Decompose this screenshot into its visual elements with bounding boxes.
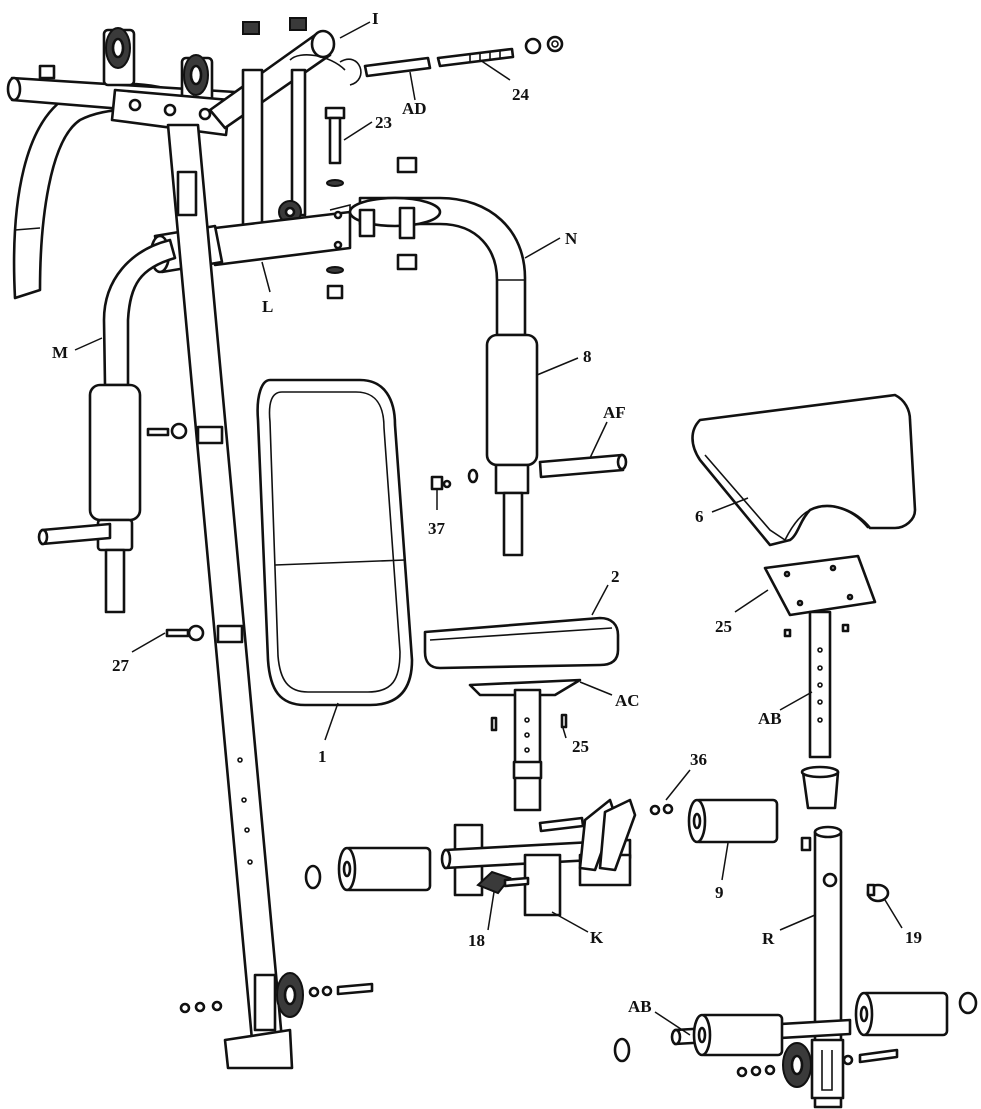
label-8: 8 (583, 347, 592, 366)
label-M: M (52, 343, 68, 362)
part-R-upright (800, 825, 845, 1109)
foam-roller-AB-left (613, 1013, 784, 1063)
label-AD: AD (402, 99, 427, 118)
post-sleeve-insert (800, 765, 840, 810)
part-I-angled-bar (208, 29, 346, 130)
label-9: 9 (715, 883, 724, 902)
label-AC: AC (615, 691, 640, 710)
label-2: 2 (611, 567, 620, 586)
label-18: 18 (468, 931, 485, 950)
left-arm-handle (37, 518, 134, 614)
bottom-pulley-right (736, 1042, 899, 1088)
part-N-right-arm (348, 196, 527, 337)
label-36: 36 (690, 750, 707, 769)
screws-25-pad (783, 623, 850, 638)
part-2-seat (423, 616, 620, 670)
part-1-backrest (256, 378, 414, 707)
label-I: I (372, 9, 379, 28)
label-R: R (762, 929, 775, 948)
part-6-preacher-pad (691, 393, 917, 547)
label-37: 37 (428, 519, 446, 538)
seat-post-AC (468, 678, 582, 812)
knob-19 (866, 883, 890, 903)
main-upright-column (166, 123, 294, 1070)
upright-holes (237, 757, 253, 865)
foam-roller-9 (687, 798, 779, 844)
post-AB (808, 610, 832, 759)
nuts-24 (524, 35, 564, 55)
label-25-pad: 25 (715, 617, 732, 636)
label-6: 6 (695, 507, 704, 526)
part-M-left-arm (102, 238, 177, 387)
upright-brackets (196, 425, 244, 644)
bolt-27-upper (146, 422, 188, 440)
bottom-pulley-left (179, 972, 374, 1032)
label-AF: AF (603, 403, 626, 422)
knob-18 (476, 870, 530, 895)
right-arm-sleeve-8 (485, 333, 539, 467)
bushings (396, 156, 418, 271)
washers-23 (326, 179, 344, 300)
label-24: 24 (512, 85, 530, 104)
label-L: L (262, 297, 273, 316)
label-N: N (565, 229, 578, 248)
small-cap-pieces (242, 17, 307, 35)
label-27: 27 (112, 656, 130, 675)
hook-pin (339, 58, 362, 86)
pad-mount-plate-25 (763, 554, 877, 617)
label-19: 19 (905, 928, 922, 947)
central-vertical-bracket (241, 68, 307, 230)
bolt-23 (324, 106, 346, 165)
bolt-27 (165, 624, 205, 642)
foam-roller-left (304, 846, 432, 892)
label-25-seat: 25 (572, 737, 589, 756)
label-K: K (590, 928, 604, 947)
handle-AF (538, 453, 628, 479)
part-K-carriage (440, 798, 674, 917)
right-arm-lower (494, 463, 530, 557)
bolt-24 (436, 47, 515, 68)
top-pulley-left (102, 27, 136, 87)
pin-AD (363, 56, 432, 78)
top-bracket-plate (110, 88, 232, 137)
leader-lines (74, 21, 903, 1036)
label-AB-bottom: AB (628, 997, 652, 1016)
label-1: 1 (318, 747, 327, 766)
left-arm-sleeve (88, 383, 142, 522)
label-AB-top: AB (758, 709, 782, 728)
foam-roller-right (854, 991, 978, 1037)
screws-25-seat (490, 713, 568, 732)
label-23: 23 (375, 113, 392, 132)
bolt-37 (430, 468, 479, 491)
